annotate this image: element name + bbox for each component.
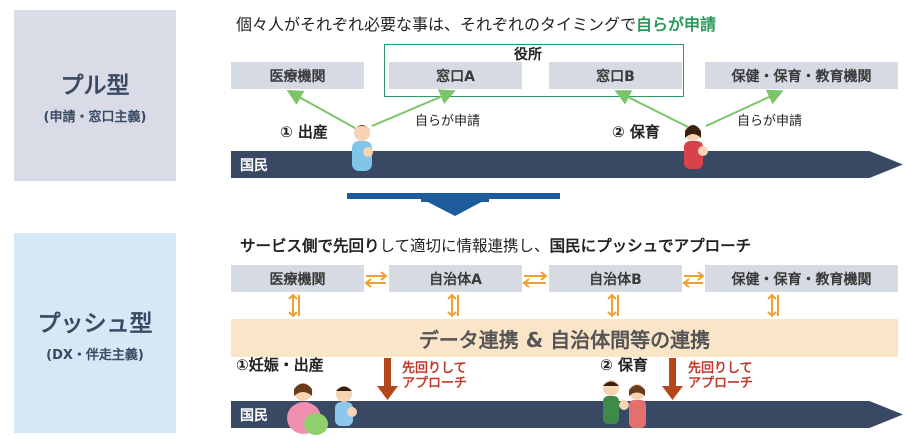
transition-down-arrow [347,193,560,216]
push-headline-part2: して適切に情報連携し、 [379,237,550,255]
push-model-panel: プッシュ型 (DX・伴走主義) [14,233,176,433]
proactive-line2-a: アプローチ [402,376,468,391]
office-label: 役所 [514,47,542,63]
proactive-arrow-2 [662,358,683,400]
proactive-approach-label-2: 先回りして アプローチ [688,361,753,391]
proactive-line1-a: 先回りして [402,361,467,376]
pull-step-childcare: ② 保育 [612,123,660,141]
pull-note-self-apply-1: 自らが申請 [415,114,481,129]
pull-green-arrows [286,89,784,129]
data-linkage-band: データ連携 & 自治体間等の連携 [231,319,898,357]
pull-step-birth: ① 出産 [280,123,328,141]
pull-box-window-b: 窓口B [549,62,682,89]
pull-headline-emphasis: 自らが申請 [636,15,717,34]
push-model-title: プッシュ型 [37,310,153,337]
pull-model-subtitle: (申請・窓口主義) [43,110,147,125]
pull-box-window-a: 窓口A [389,62,522,89]
proactive-approach-label-1: 先回りして アプローチ [402,361,467,391]
vlink-health-edu [767,293,779,318]
push-box-municipality-a: 自治体A [389,265,522,292]
transition-arrow-body [421,193,489,202]
vlink-medical [288,293,300,318]
pull-headline-text: 個々人がそれぞれ必要な事は、それぞれのタイミングで [236,15,637,34]
proactive-line2-b: アプローチ [688,376,754,391]
vlink-municipality-a [447,293,459,318]
push-headline-part3: 国民にプッシュでアプローチ [549,237,752,255]
office-frame [384,44,684,97]
push-box-municipality-b: 自治体B [549,265,682,292]
pull-headline: 個々人がそれぞれ必要な事は、それぞれのタイミングで自らが申請 [236,11,716,35]
pull-citizen-label: 国民 [240,157,268,174]
pull-citizen-bar: 国民 [231,151,903,178]
push-box-health-edu: 保健・保育・教育機関 [705,265,898,292]
pull-box-medical: 医療機関 [231,62,364,89]
pull-box-health-edu: 保健・保育・教育機関 [705,62,898,89]
pull-note-self-apply-2: 自らが申請 [737,114,803,129]
push-citizen-bar: 国民 [231,401,903,428]
push-step-pregnancy-birth: ①妊娠・出産 [236,356,324,374]
vlink-municipality-b [607,293,619,318]
push-citizen-label: 国民 [240,407,268,424]
link-medical-municipality-a [364,271,388,288]
proactive-line1-b: 先回りして [688,361,753,376]
pull-model-title: プル型 [60,73,130,99]
push-box-medical: 医療機関 [231,265,364,292]
proactive-arrow-1 [377,358,398,400]
push-step-childcare: ② 保育 [600,356,648,374]
link-municipality-b-health [682,271,705,288]
link-municipality-a-b [522,271,548,288]
push-vertical-links [288,293,779,318]
pull-model-panel: プル型 (申請・窓口主義) [14,10,176,181]
push-model-subtitle: (DX・伴走主義) [46,347,144,363]
push-headline: サービス側で先回りして適切に情報連携し、国民にプッシュでアプローチ [240,234,751,256]
push-headline-part1: サービス側で先回り [240,237,380,255]
